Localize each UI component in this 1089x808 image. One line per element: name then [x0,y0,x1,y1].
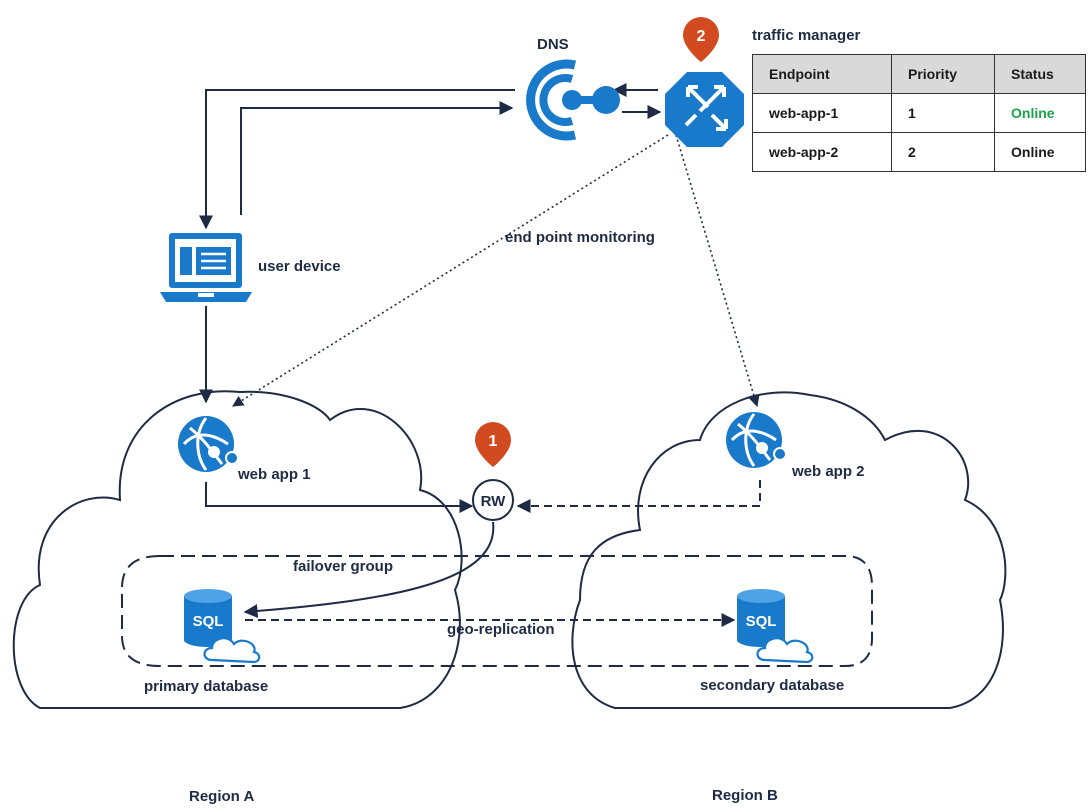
priority-cell: 1 [891,93,995,133]
secondary-sql-database-icon: SQL [737,589,814,664]
endpoint-cell: web-app-1 [752,93,892,133]
secondary-sql-label: SQL [746,613,777,630]
region-b-label: Region B [712,787,778,804]
laptop-icon [160,233,252,302]
monitoring-line-webapp2 [675,134,760,408]
traffic-manager-label: traffic manager [752,27,861,44]
region-a-cloud [12,390,463,709]
status-cell: Online [994,132,1086,172]
badge-2: 2 [683,17,719,62]
badge-2-text: 2 [697,28,706,45]
rw-label: RW [481,493,507,510]
table-row: web-app-2 2 Online [752,132,1086,172]
secondary-database-label: secondary database [700,677,845,694]
traffic-manager-icon [665,72,744,147]
primary-sql-label: SQL [193,613,224,630]
header-priority: Priority [891,54,995,94]
dns-icon [526,59,620,141]
header-endpoint: Endpoint [752,54,892,94]
failover-group-label: failover group [293,558,394,575]
rw-node: RW [472,479,514,521]
badge-1-text: 1 [489,433,498,450]
status-cell: Online [994,93,1086,133]
user-device-label: user device [258,258,341,275]
rw-to-primary-db-arrow [243,521,495,619]
web-app-2-icon [726,412,787,468]
region-b-cloud [571,391,1007,709]
table-header-row: Endpoint Priority Status [752,54,1086,94]
webapp2-to-rw-arrow [516,480,761,513]
geo-replication-label: geo-replication [447,621,555,638]
primary-database-label: primary database [144,678,269,695]
web-app-1-label: web app 1 [238,466,311,483]
region-a-label: Region A [189,788,255,805]
monitoring-line-webapp1 [232,134,669,407]
user-to-dns-arrow [240,101,514,215]
web-app-2-label: web app 2 [792,463,865,480]
priority-cell: 2 [891,132,995,172]
table-row: web-app-1 1 Online [752,93,1086,133]
badge-1: 1 [475,422,511,467]
primary-sql-database-icon: SQL [184,589,261,664]
endpoint-cell: web-app-2 [752,132,892,172]
web-app-1-icon [178,416,239,472]
dns-label: DNS [537,36,569,53]
traffic-manager-table: Endpoint Priority Status web-app-1 1 Onl… [752,54,1086,172]
dns-to-user-arrow [199,89,515,230]
failover-group-box [121,555,873,667]
header-status: Status [994,54,1086,94]
endpoint-monitoring-label: end point monitoring [505,229,655,246]
webapp1-to-rw-arrow [205,482,474,513]
